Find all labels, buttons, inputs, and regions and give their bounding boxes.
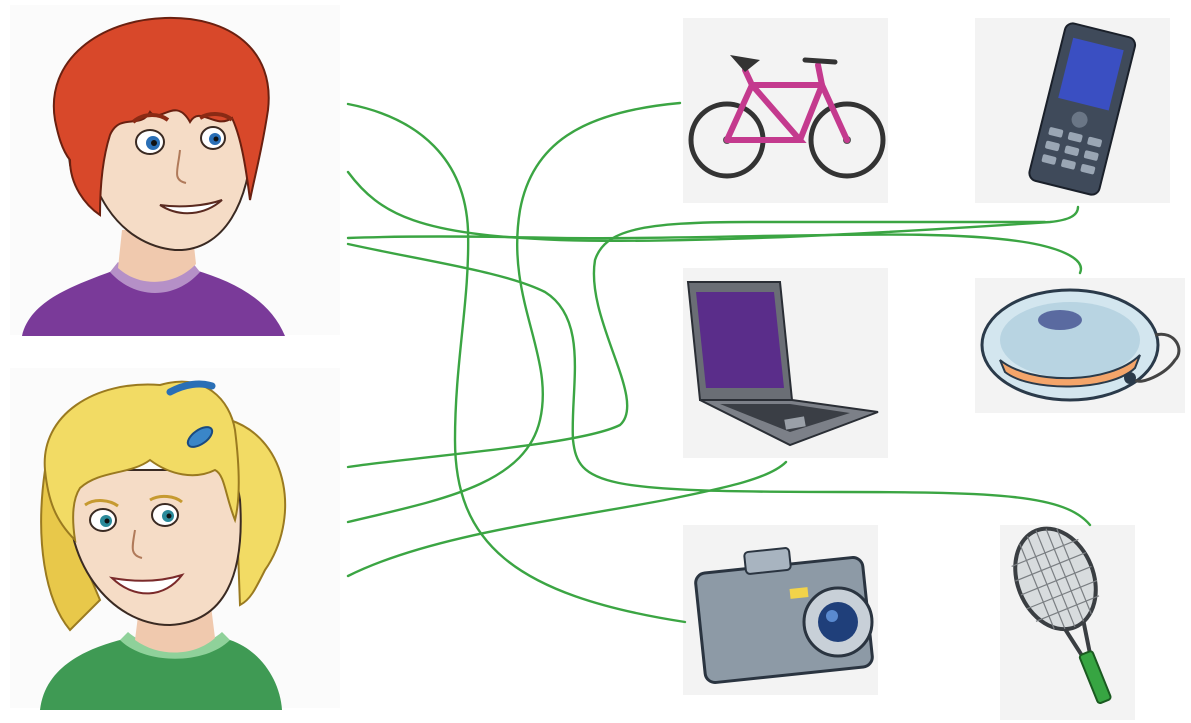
girl-shirt	[40, 640, 282, 710]
boy-portrait[interactable]	[10, 5, 340, 336]
girl-hair	[43, 380, 240, 543]
girl-hairband	[166, 380, 216, 396]
laptop-screen	[696, 292, 784, 388]
line-boy-to-cd-player	[346, 242, 1092, 527]
bicycle-front-wheel	[808, 101, 886, 179]
girl-smile	[108, 573, 185, 595]
boy-shirt-collar	[110, 262, 200, 293]
bicycle-item[interactable]	[683, 18, 888, 203]
camera-item[interactable]	[683, 525, 878, 695]
phone-screen	[1058, 37, 1124, 111]
girl-hair-clip	[186, 426, 214, 448]
cd-player-headphone-cable	[1133, 332, 1181, 383]
tennis-racket-item[interactable]	[1000, 516, 1140, 720]
mobile-phone-item[interactable]	[975, 18, 1170, 203]
boy-smile	[159, 199, 223, 215]
boy-hair	[52, 16, 270, 217]
bicycle-handlebar	[802, 57, 838, 65]
girl-portrait[interactable]	[10, 368, 340, 710]
line-boy-to-camera	[346, 102, 687, 624]
line-girl-to-bicycle	[346, 101, 682, 524]
line-girl-to-mobile-phone-2	[346, 220, 1047, 469]
line-boy-to-tennis-racket	[346, 233, 1083, 275]
camera-lens	[818, 602, 858, 642]
line-boy-to-mobile-phone	[346, 170, 1080, 242]
bicycle-seat	[730, 55, 760, 72]
racket-handle	[1078, 650, 1112, 704]
laptop-item[interactable]	[683, 268, 888, 458]
girl-face	[67, 469, 242, 627]
line-girl-to-laptop	[346, 460, 788, 578]
cd-player-item[interactable]	[975, 278, 1185, 413]
boy-shirt	[22, 270, 285, 336]
